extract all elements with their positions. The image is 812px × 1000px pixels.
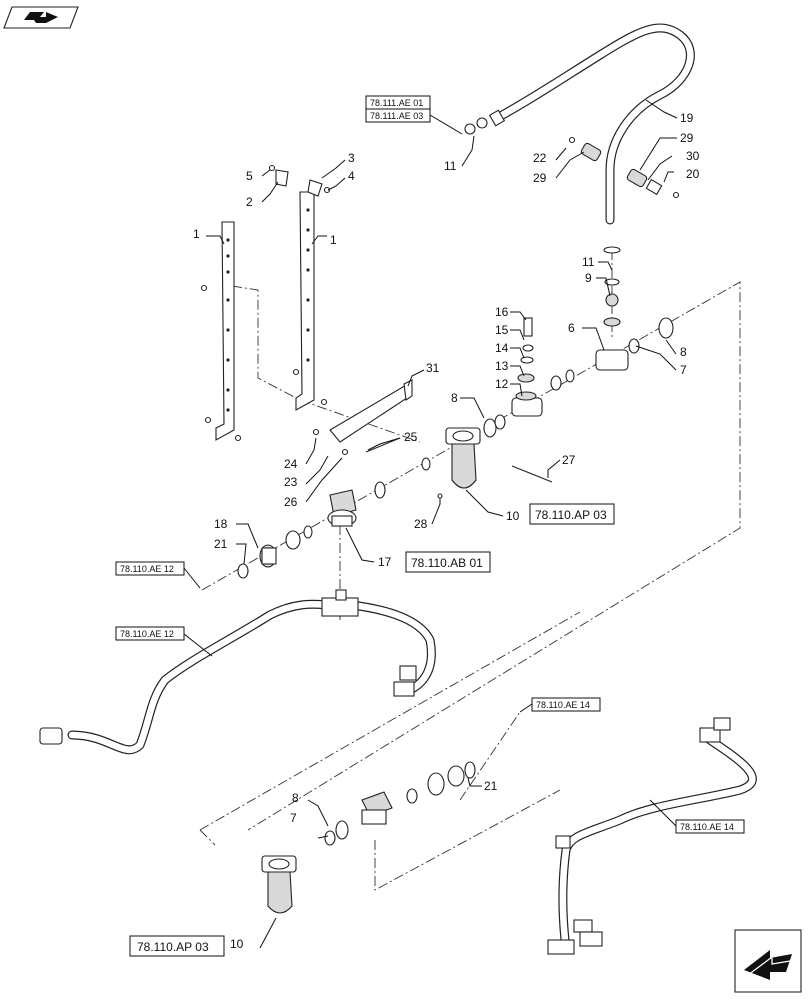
- svg-text:78.111.AE 03: 78.111.AE 03: [370, 111, 423, 121]
- callout-6: 6: [568, 321, 575, 335]
- callout-28: 28: [414, 517, 428, 531]
- valve-17: [327, 489, 357, 527]
- svg-text:78.110.AP 03: 78.110.AP 03: [535, 508, 607, 522]
- callout-5: 5: [246, 169, 253, 183]
- tee-12: [511, 317, 543, 417]
- callout-27: 27: [562, 453, 576, 467]
- callout-10a: 10: [506, 509, 520, 523]
- callout-7b: 7: [290, 811, 297, 825]
- rod-27: [511, 465, 553, 483]
- callout-12: 12: [495, 377, 509, 391]
- callout-numbers: 1 1 2 3 4 5 6 7 7 8 8 8 9 10 10 11 11 12…: [193, 111, 700, 951]
- callout-23: 23: [284, 475, 298, 489]
- callout-21a: 21: [214, 537, 228, 551]
- ref-78-110-ae-14-b[interactable]: 78.110.AE 14: [675, 819, 745, 834]
- callout-26: 26: [284, 495, 298, 509]
- ref-78-111-ae-03[interactable]: 78.111.AE 03: [365, 108, 431, 123]
- ref-78-110-ab-01[interactable]: 78.110.AB 01: [405, 551, 491, 573]
- callout-10b: 10: [230, 937, 244, 951]
- callout-15: 15: [495, 323, 509, 337]
- next-page-arrow-icon[interactable]: [734, 929, 802, 993]
- callout-24: 24: [284, 457, 298, 471]
- callout-21b: 21: [484, 779, 498, 793]
- callout-1b: 1: [330, 233, 337, 247]
- filter-10-upper: [445, 427, 481, 489]
- hose-ae12: [39, 589, 436, 755]
- bracket-31: [329, 379, 413, 443]
- callout-8c: 8: [292, 791, 299, 805]
- callout-7a: 7: [680, 363, 687, 377]
- callout-13: 13: [495, 359, 509, 373]
- svg-text:78.110.AE 12: 78.110.AE 12: [120, 564, 174, 574]
- rod-25: [365, 437, 401, 453]
- hose-19: [464, 23, 695, 225]
- reference-boxes: 78.111.AE 01 78.111.AE 03 78.110.AP 03 7…: [115, 95, 745, 957]
- callout-29b: 29: [533, 171, 547, 185]
- callout-11a: 11: [444, 159, 457, 173]
- ref-78-110-ap-03-upper[interactable]: 78.110.AP 03: [529, 503, 615, 525]
- callout-25: 25: [404, 430, 418, 444]
- clamps-29: [568, 136, 680, 199]
- svg-text:78.110.AE 14: 78.110.AE 14: [536, 700, 590, 710]
- ref-78-110-ae-14-a[interactable]: 78.110.AE 14: [531, 697, 601, 712]
- hose-ae14: [547, 717, 757, 955]
- callout-1a: 1: [193, 227, 200, 241]
- callout-16: 16: [495, 305, 509, 319]
- callout-29a: 29: [680, 131, 694, 145]
- callout-31: 31: [426, 361, 440, 375]
- ref-78-111-ae-01[interactable]: 78.111.AE 01: [365, 95, 431, 110]
- ref-78-110-ae-12-b[interactable]: 78.110.AE 12: [115, 626, 185, 641]
- callout-14: 14: [495, 341, 509, 355]
- bracket-1-right: [295, 191, 315, 411]
- tee-6: [595, 246, 629, 371]
- callout-9: 9: [585, 271, 592, 285]
- callout-3: 3: [348, 151, 355, 165]
- manifold-chain: [237, 317, 674, 579]
- callout-22: 22: [533, 151, 547, 165]
- callout-18: 18: [214, 517, 228, 531]
- callout-11b: 11: [582, 255, 595, 269]
- lower-chain: [324, 761, 476, 846]
- small-bracket-2: [268, 164, 331, 197]
- svg-text:78.110.AE 12: 78.110.AE 12: [120, 629, 174, 639]
- callout-17: 17: [378, 555, 392, 569]
- svg-text:78.110.AB 01: 78.110.AB 01: [411, 556, 483, 570]
- ref-78-110-ap-03-lower[interactable]: 78.110.AP 03: [129, 935, 225, 957]
- svg-text:78.110.AP 03: 78.110.AP 03: [137, 940, 209, 954]
- callout-8b: 8: [451, 391, 458, 405]
- ref-78-110-ae-12-a[interactable]: 78.110.AE 12: [115, 561, 185, 576]
- callout-19: 19: [680, 111, 694, 125]
- filter-10-lower: [261, 855, 297, 914]
- callout-2: 2: [246, 195, 253, 209]
- callout-4: 4: [348, 169, 355, 183]
- callout-30: 30: [686, 149, 700, 163]
- svg-text:78.111.AE 01: 78.111.AE 01: [370, 98, 423, 108]
- callout-20: 20: [686, 167, 700, 181]
- book-arrow-icon[interactable]: [3, 6, 79, 29]
- leader-lines: [206, 99, 678, 949]
- hardware-bolts: [200, 284, 443, 499]
- bracket-1-left: [215, 221, 235, 441]
- callout-8a: 8: [680, 345, 687, 359]
- svg-text:78.110.AE 14: 78.110.AE 14: [680, 822, 734, 832]
